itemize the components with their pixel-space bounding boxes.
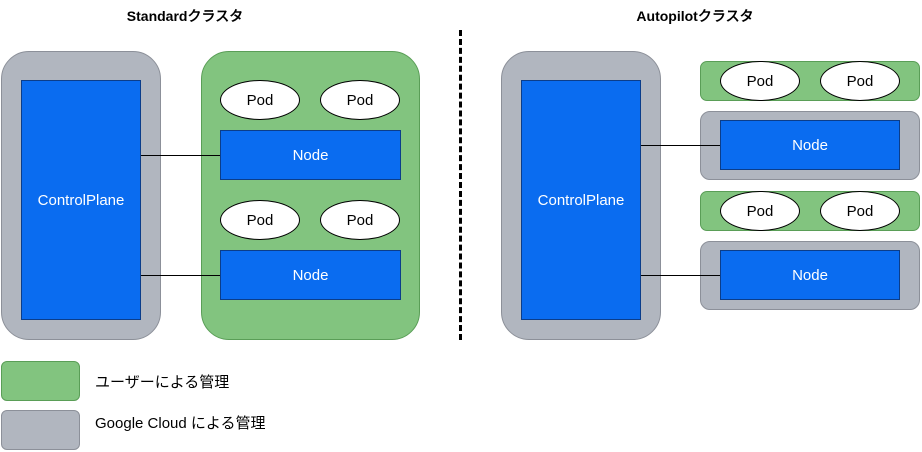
cluster-divider bbox=[459, 30, 462, 340]
autopilot-pod: Pod bbox=[820, 61, 900, 101]
standard-pod: Pod bbox=[220, 200, 300, 240]
autopilot-pod: Pod bbox=[720, 61, 800, 101]
legend-google-managed-label: Google Cloud による管理 bbox=[95, 415, 266, 432]
standard-pod: Pod bbox=[220, 80, 300, 120]
standard-pod: Pod bbox=[320, 80, 400, 120]
autopilot-node: Node bbox=[720, 250, 900, 300]
legend-user-managed-swatch bbox=[1, 361, 80, 401]
autopilot-node: Node bbox=[720, 120, 900, 170]
standard-node: Node bbox=[220, 250, 401, 300]
standard-node: Node bbox=[220, 130, 401, 180]
standard-connector-line bbox=[141, 155, 220, 156]
standard-control-plane: ControlPlane bbox=[21, 80, 141, 320]
autopilot-cluster-title: Autopilotクラスタ bbox=[636, 8, 754, 24]
standard-cluster-title: Standardクラスタ bbox=[126, 8, 244, 24]
standard-pod: Pod bbox=[320, 200, 400, 240]
legend-user-managed-label: ユーザーによる管理 bbox=[95, 374, 230, 391]
standard-connector-line bbox=[141, 275, 220, 276]
legend-google-managed-swatch bbox=[1, 410, 80, 450]
autopilot-connector-line bbox=[641, 145, 720, 146]
autopilot-connector-line bbox=[641, 275, 720, 276]
autopilot-pod: Pod bbox=[820, 191, 900, 231]
autopilot-pod: Pod bbox=[720, 191, 800, 231]
autopilot-control-plane: ControlPlane bbox=[521, 80, 641, 320]
